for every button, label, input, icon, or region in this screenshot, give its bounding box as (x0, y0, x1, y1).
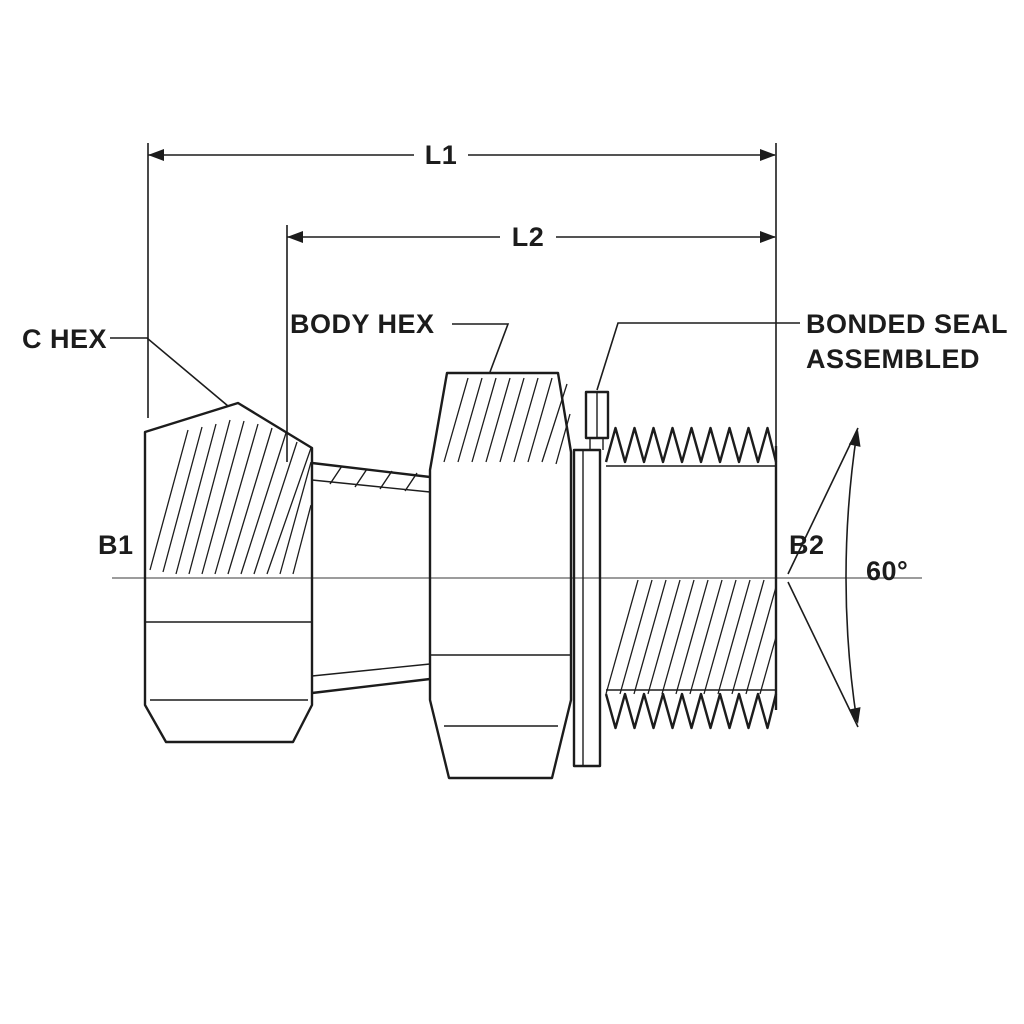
angle-arrow-bottom (848, 707, 861, 724)
l1-arrow-left (148, 149, 164, 161)
body-hex-hatch (443, 377, 571, 465)
c-hex-nut (143, 401, 314, 744)
dimension-l2 (286, 225, 776, 462)
label-b1: B1 (98, 530, 134, 560)
body-hex (428, 371, 573, 780)
label-body-hex: BODY HEX (290, 309, 435, 339)
l2-arrow-left (287, 231, 303, 243)
angle-annotation (787, 427, 861, 728)
male-thread-hatch (605, 579, 777, 695)
swivel-tube (311, 461, 431, 695)
male-thread (604, 426, 778, 730)
bonded-seal (572, 390, 610, 768)
label-bonded-seal-line2: ASSEMBLED (806, 344, 980, 374)
label-l1: L1 (425, 140, 458, 170)
angle-arrow-top (848, 430, 861, 447)
bonded-seal-leader (596, 322, 800, 391)
dimension-l1 (147, 143, 777, 446)
label-angle-60: 60° (866, 556, 908, 586)
c-hex-leader (110, 337, 229, 407)
label-bonded-seal-line1: BONDED SEAL (806, 309, 1008, 339)
label-l2: L2 (512, 222, 545, 252)
label-c-hex: C HEX (22, 324, 107, 354)
l2-arrow-right (760, 231, 776, 243)
label-b2: B2 (789, 530, 825, 560)
c-hex-thread-hatch (149, 419, 312, 575)
l1-arrow-right (760, 149, 776, 161)
body-hex-leader (452, 323, 510, 373)
